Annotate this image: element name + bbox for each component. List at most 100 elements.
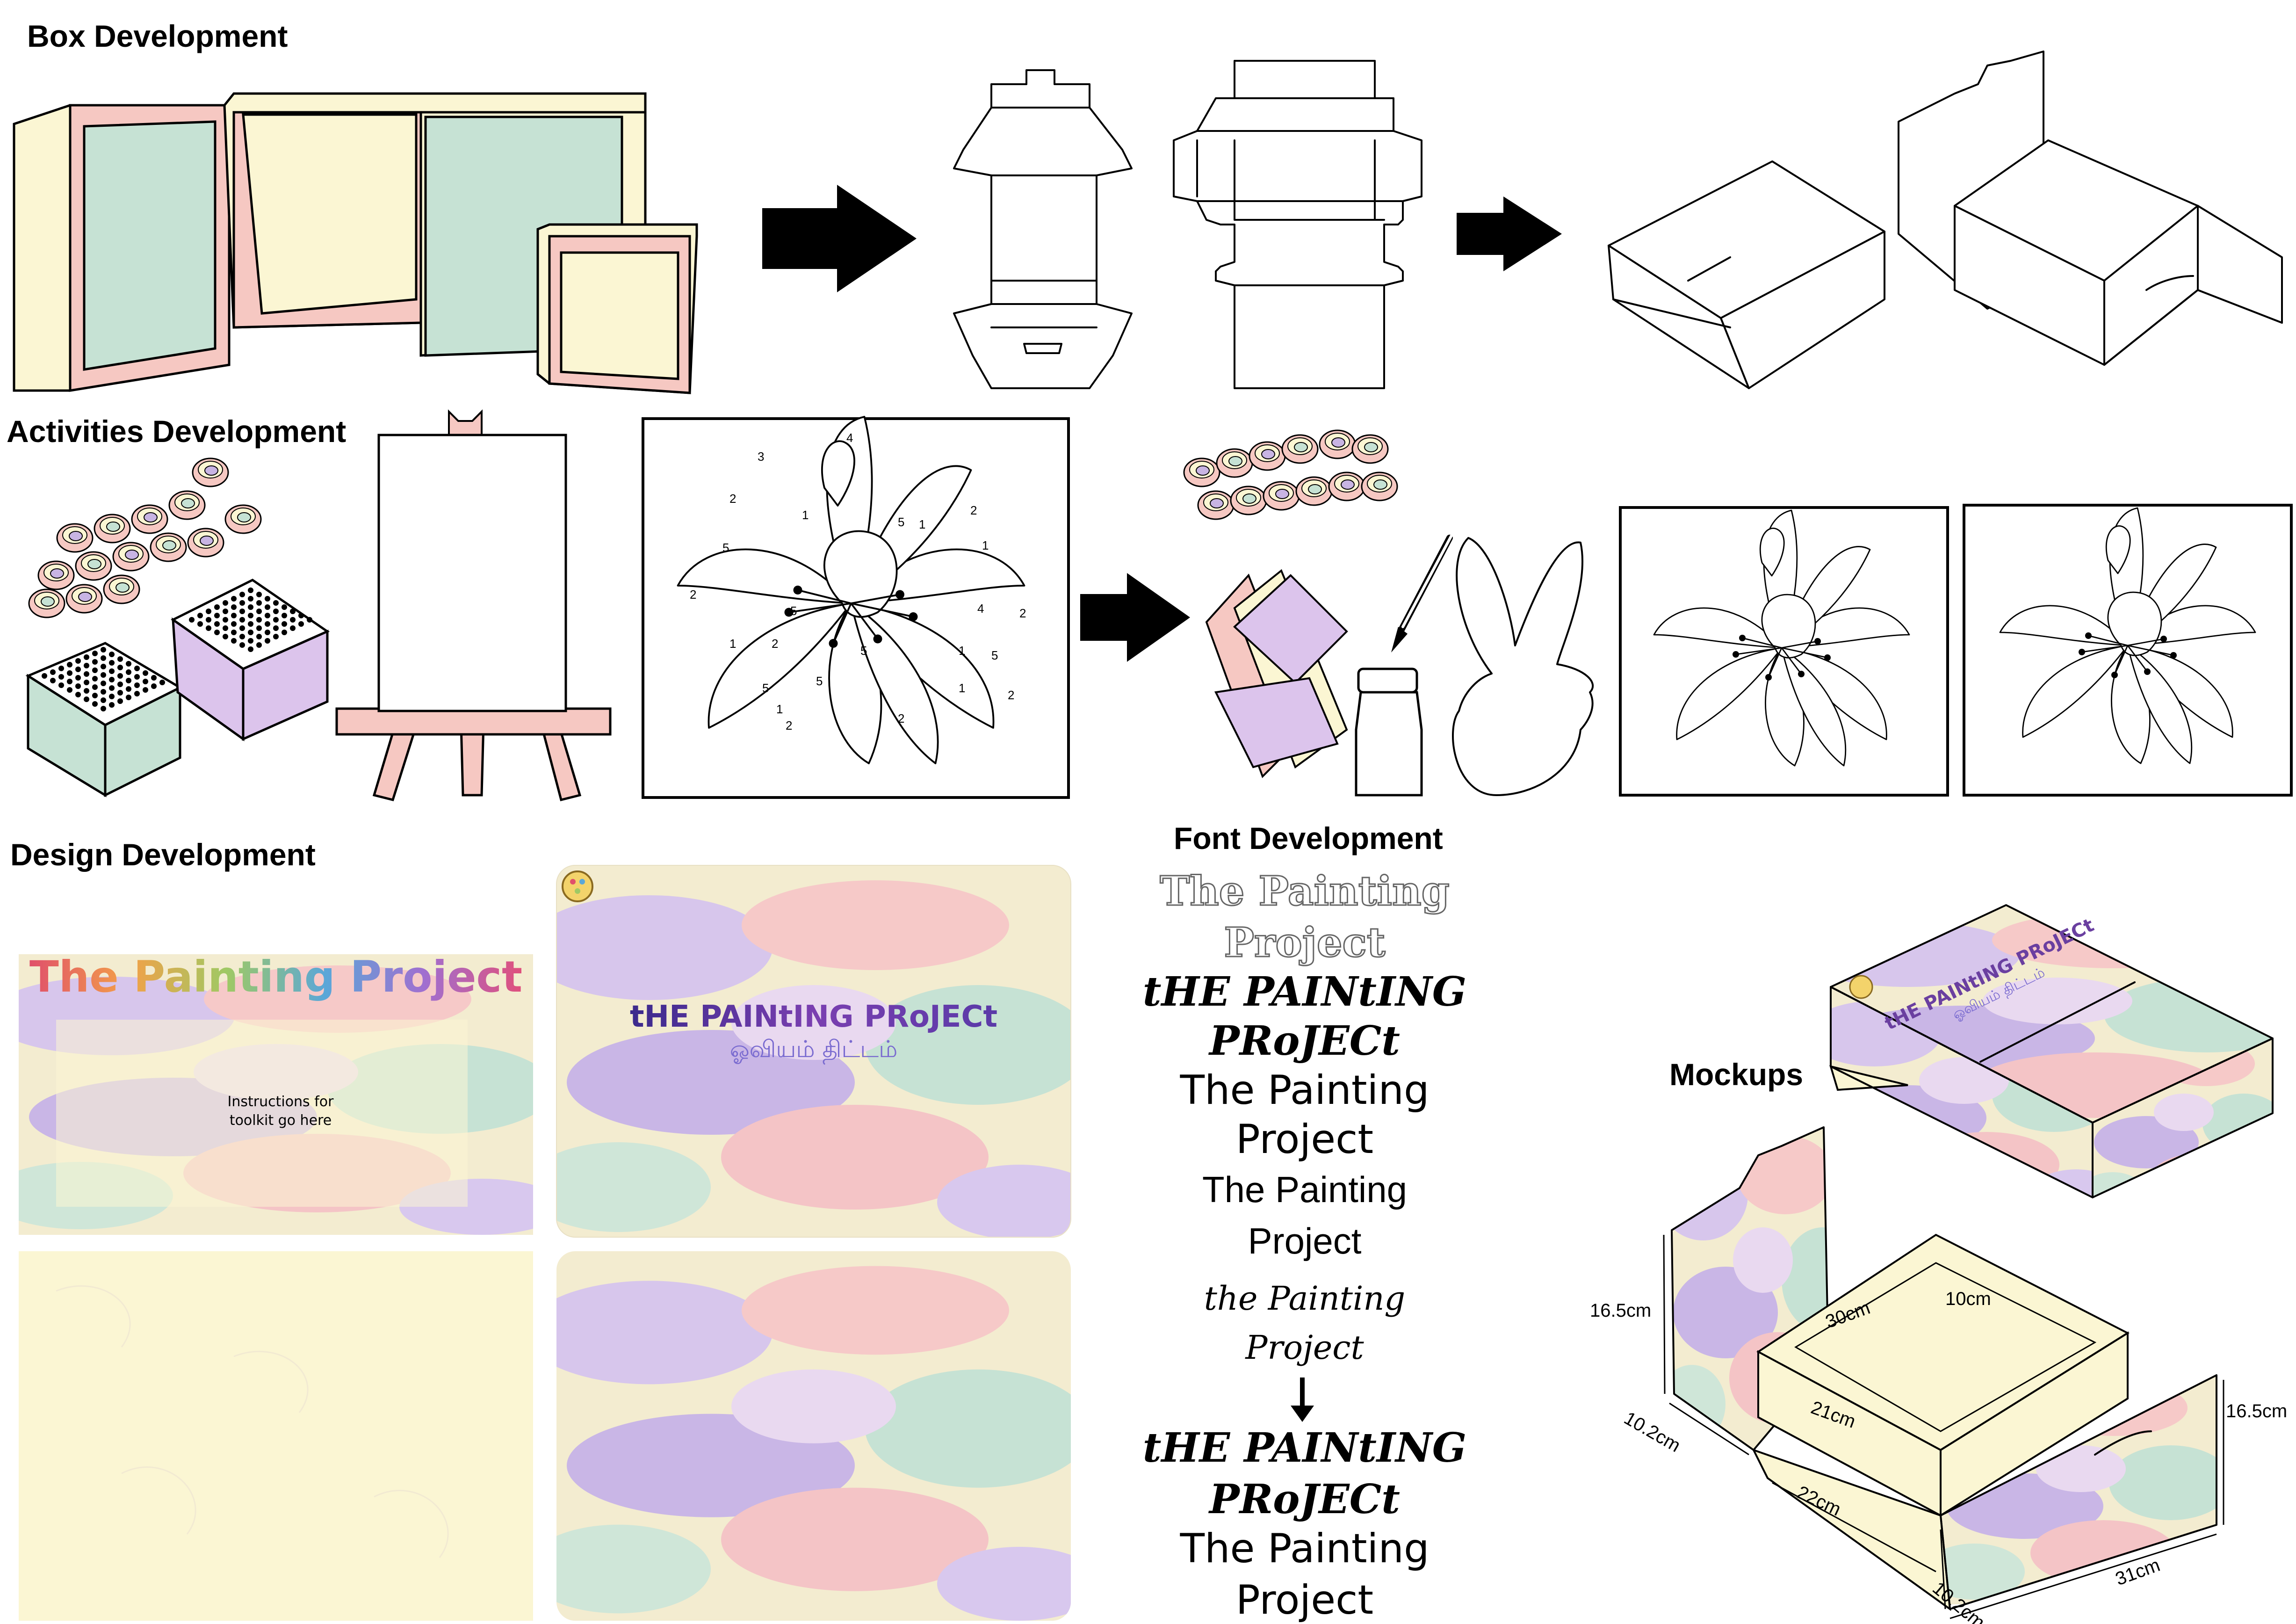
lily-number-label: 1 xyxy=(729,637,736,651)
palette-well xyxy=(159,680,165,685)
palette-well xyxy=(109,685,115,691)
palette-well xyxy=(282,604,287,610)
palette-well xyxy=(117,698,123,704)
lily-number-label: 5 xyxy=(898,515,904,529)
palette-well xyxy=(84,654,89,660)
palette-well xyxy=(206,617,211,623)
lily-number-label: 1 xyxy=(959,681,965,695)
dim-depth-left: 10.2cm xyxy=(1621,1408,1684,1457)
cover-title: tHE PAINtING PRoJECt xyxy=(630,1000,997,1034)
font-sample-5-line-2: Project xyxy=(1244,1328,1364,1367)
palette-well xyxy=(239,609,245,614)
palette-well xyxy=(117,690,123,696)
lily-number-label: 2 xyxy=(1008,688,1014,702)
palette-well xyxy=(307,617,312,623)
palette-well xyxy=(75,658,81,664)
palette-well xyxy=(143,687,148,693)
palette-well xyxy=(117,656,123,662)
palette-well xyxy=(231,604,237,610)
font-samples: The Painting Project tHE PAINtING PRoJEC… xyxy=(1143,867,1466,1624)
palette-well xyxy=(248,604,253,610)
palette-well xyxy=(248,646,253,652)
palette-well xyxy=(248,630,253,635)
palette-well xyxy=(92,693,98,698)
palette-well xyxy=(109,660,115,666)
palette-well xyxy=(75,683,81,689)
arrow-icon xyxy=(1080,573,1190,662)
palette-well xyxy=(256,617,262,623)
palette-well xyxy=(67,662,72,667)
palette-well xyxy=(101,697,106,703)
palette-well xyxy=(109,702,115,708)
palette-well xyxy=(126,686,131,692)
palette-well xyxy=(117,673,123,679)
dim-base-width: 31cm xyxy=(2113,1555,2163,1590)
lily-number-label: 1 xyxy=(919,517,925,531)
palette-well xyxy=(265,621,270,627)
font-sample-5-line-1: the Painting xyxy=(1204,1279,1405,1318)
palette-well xyxy=(109,694,115,699)
palette-wells xyxy=(42,587,312,711)
font-sample-7-line-1: The Painting xyxy=(1179,1525,1429,1572)
palette-well xyxy=(58,682,64,688)
lily-number-label: 1 xyxy=(959,644,965,658)
lily-paint-by-number-small-2 xyxy=(1963,504,2293,797)
palette-well xyxy=(143,679,148,684)
inner-cream-card xyxy=(19,1251,533,1621)
palette-well xyxy=(134,691,140,696)
instructions-line-2: toolkit go here xyxy=(230,1112,332,1129)
colored-box-prototypes xyxy=(13,92,698,394)
palette-well xyxy=(282,613,287,618)
palette-well xyxy=(126,669,131,675)
font-sample-7-line-2: Project xyxy=(1236,1577,1373,1624)
palette-well xyxy=(101,681,106,686)
palette-well xyxy=(282,630,287,635)
palette-well xyxy=(50,669,56,675)
paper-sheets xyxy=(1205,569,1348,778)
palette-well xyxy=(223,600,228,606)
palette-well xyxy=(214,604,220,610)
palette-well xyxy=(290,617,296,623)
palette-well xyxy=(84,688,89,694)
palette-well xyxy=(101,664,106,669)
dim-height-left: 16.5cm xyxy=(1590,1300,1651,1321)
palette-well xyxy=(197,613,203,618)
cover-subtitle-tamil: ஓவியம் திட்டம் xyxy=(730,1036,898,1065)
palette-well xyxy=(109,668,115,674)
palette-well xyxy=(214,613,220,618)
palette-well xyxy=(248,613,253,618)
palette-well xyxy=(101,706,106,711)
box-development-heading: Box Development xyxy=(27,19,288,53)
paint-palette-box-lilac xyxy=(171,579,330,741)
palette-well xyxy=(265,596,270,602)
palette-well xyxy=(75,675,81,681)
lily-number-label: 2 xyxy=(1019,606,1026,620)
lily-number-label: 5 xyxy=(991,648,998,662)
palette-well xyxy=(231,630,237,635)
palette-well xyxy=(143,670,148,676)
lily-number-label: 2 xyxy=(970,503,977,517)
palette-well xyxy=(231,638,237,644)
palette-well xyxy=(117,682,123,687)
palette-well xyxy=(109,652,115,657)
palette-well xyxy=(273,617,279,623)
palette-well xyxy=(134,674,140,680)
palette-well xyxy=(256,642,262,648)
box-dieline-2 xyxy=(1173,60,1422,389)
palette-well xyxy=(206,625,211,631)
font-sample-3-line-2: Project xyxy=(1236,1116,1373,1163)
box-line-open xyxy=(1898,51,2283,366)
palette-well xyxy=(256,625,262,631)
palette-well xyxy=(92,701,98,707)
font-sample-4-line-1: The Painting xyxy=(1202,1169,1407,1210)
palette-well xyxy=(298,621,304,627)
activities-development-heading: Activities Development xyxy=(7,414,346,449)
palette-well xyxy=(239,625,245,631)
palette-well xyxy=(58,674,64,680)
palette-well xyxy=(298,613,304,618)
glue-jar-icon xyxy=(1355,667,1423,797)
palette-well xyxy=(239,634,245,639)
palette-well xyxy=(239,617,245,623)
back-card xyxy=(556,1251,1071,1621)
rainbow-title: The Painting Project xyxy=(29,952,522,1002)
